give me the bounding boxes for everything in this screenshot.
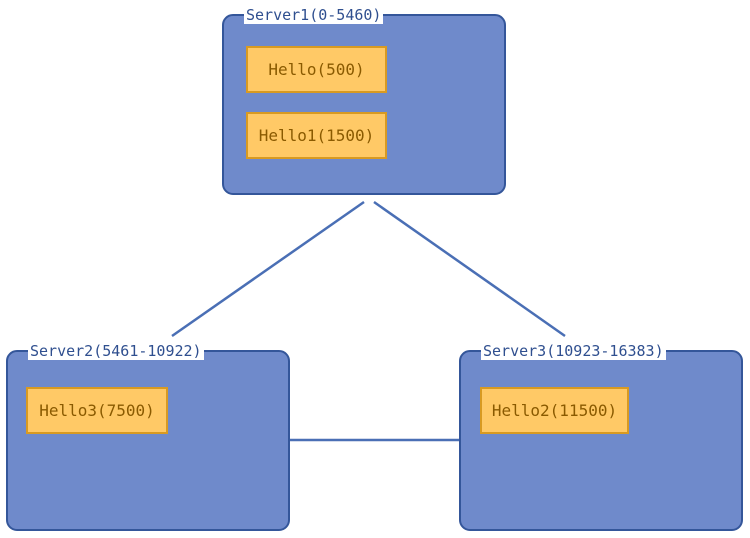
server3-title: Server3(10923-16383) — [481, 342, 666, 360]
server3-node — [459, 350, 743, 531]
key-hello3: Hello3(7500) — [26, 387, 168, 434]
link-server1-server2 — [171, 200, 365, 338]
server1-node — [222, 14, 506, 195]
server2-title: Server2(5461-10922) — [28, 342, 204, 360]
key-hello2: Hello2(11500) — [480, 387, 629, 434]
link-server1-server3 — [373, 200, 566, 338]
server2-node — [6, 350, 290, 531]
server1-title: Server1(0-5460) — [244, 6, 384, 24]
key-hello1: Hello1(1500) — [246, 112, 387, 159]
key-hello: Hello(500) — [246, 46, 387, 93]
